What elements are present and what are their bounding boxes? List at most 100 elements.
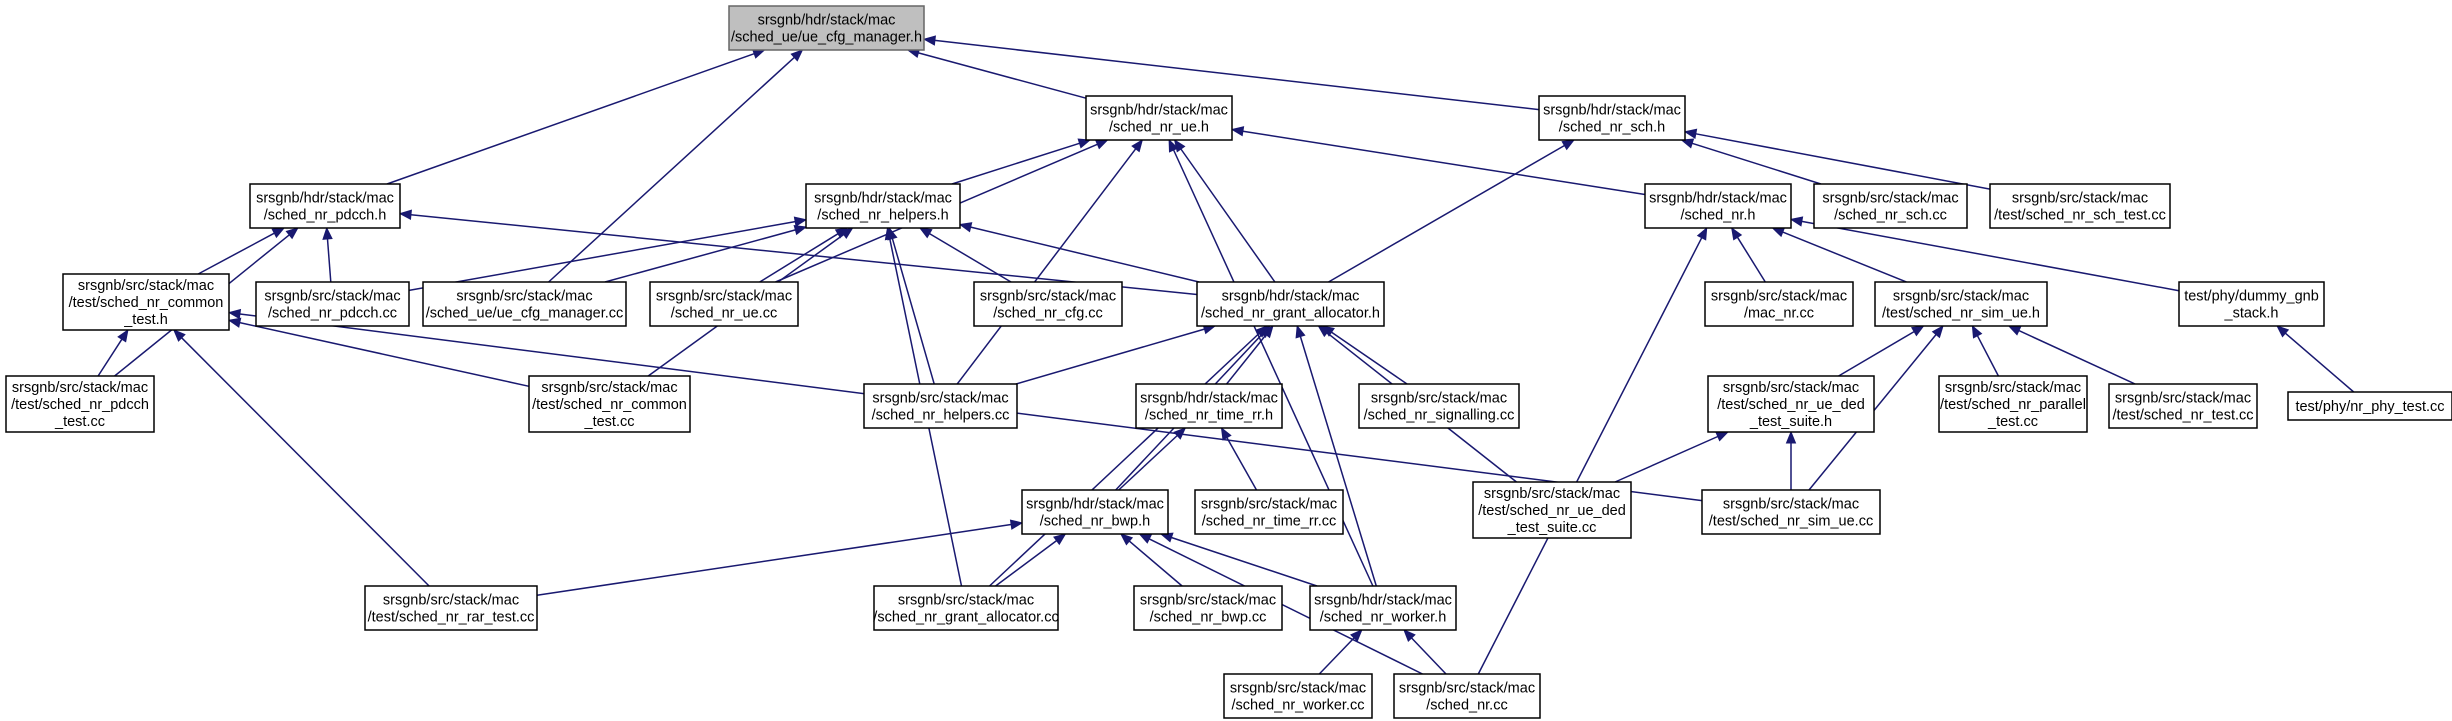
file-node[interactable]: srsgnb/src/stack/mac/sched_ue/ue_cfg_man… (422, 281, 627, 327)
node-box (1644, 183, 1792, 229)
file-node[interactable]: srsgnb/src/stack/mac/test/sched_nr_ue_de… (1707, 375, 1875, 433)
node-label-line: srsgnb/src/stack/mac (1711, 289, 1847, 305)
arrowhead-icon (958, 222, 973, 233)
file-node[interactable]: srsgnb/src/stack/mac/sched_nr_grant_allo… (873, 585, 1059, 631)
file-node[interactable]: srsgnb/src/stack/mac/sched_nr_signalling… (1358, 383, 1520, 429)
file-node[interactable]: srsgnb/src/stack/mac/mac_nr.cc (1704, 281, 1854, 327)
arrowhead-icon (1295, 324, 1306, 339)
node-box (1704, 281, 1854, 327)
node-box (1223, 673, 1373, 719)
arrowhead-icon (922, 35, 936, 46)
node-label-line: _stack.h (2224, 306, 2279, 322)
node-box (1194, 489, 1344, 535)
node-box (1707, 375, 1875, 433)
file-node[interactable]: srsgnb/hdr/stack/mac/sched_nr_sch.h (1538, 95, 1686, 141)
node-box (1133, 585, 1283, 631)
node-box (1813, 183, 1968, 229)
dependency-edge (1295, 324, 1378, 587)
arrowhead-icon (1131, 138, 1144, 153)
node-label-line: /sched_nr_signalling.cc (1364, 408, 1515, 424)
dependency-edge (1328, 139, 1576, 283)
file-node[interactable]: test/phy/nr_phy_test.cc (2287, 391, 2452, 421)
node-label-line: /mac_nr.cc (1744, 306, 1814, 322)
node-label-line: _test.cc (54, 414, 105, 430)
node-label-line: srsgnb/src/stack/mac (980, 289, 1116, 305)
arrowhead-icon (2007, 325, 2022, 336)
file-node[interactable]: srsgnb/src/stack/mac/test/sched_nr_paral… (1938, 375, 2088, 433)
dependency-edge (172, 329, 430, 587)
node-label-line: /test/sched_nr_common (69, 295, 224, 311)
node-label-line: srsgnb/src/stack/mac (1140, 593, 1276, 609)
dependency-edge (918, 227, 1012, 283)
node-label-line: srsgnb/src/stack/mac (1893, 289, 2029, 305)
dependency-edge (1220, 426, 1258, 491)
node-label-line: srsgnb/src/stack/mac (541, 380, 677, 396)
file-node[interactable]: srsgnb/src/stack/mac/test/sched_nr_sim_u… (1701, 489, 1881, 535)
dependency-edge (887, 226, 935, 385)
arrowhead-icon (285, 227, 299, 240)
file-node[interactable]: srsgnb/src/stack/mac/test/sched_nr_pdcch… (5, 375, 155, 433)
file-node[interactable]: srsgnb/src/stack/mac/sched_nr_bwp.cc (1133, 585, 1283, 631)
edge-line (1118, 434, 1178, 491)
node-label-line: /sched_nr_sch.h (1559, 120, 1665, 136)
file-node[interactable]: srsgnb/src/stack/mac/test/sched_nr_sim_u… (1874, 281, 2048, 327)
file-node[interactable]: srsgnb/src/stack/mac/sched_nr_helpers.cc (863, 383, 1018, 429)
node-box (1538, 95, 1686, 141)
file-node[interactable]: test/phy/dummy_gnb_stack.h (2178, 281, 2325, 327)
file-node[interactable]: srsgnb/src/stack/mac/sched_nr_ue.cc (649, 281, 799, 327)
node-label-line: /sched_nr_helpers.h (817, 208, 948, 224)
file-node[interactable]: srsgnb/src/stack/mac/sched_nr_sch.cc (1813, 183, 1968, 229)
file-node[interactable]: srsgnb/src/stack/mac/sched_nr_pdcch.cc (255, 281, 410, 327)
dependency-edge (906, 47, 1087, 99)
file-node[interactable]: srsgnb/src/stack/mac/sched_nr.cc (1393, 673, 1541, 719)
file-node[interactable]: srsgnb/src/stack/mac/sched_nr_time_rr.cc (1194, 489, 1344, 535)
file-node[interactable]: srsgnb/hdr/stack/mac/sched_nr_bwp.h (1021, 489, 1169, 535)
edge-line (1226, 437, 1258, 491)
file-node[interactable]: srsgnb/src/stack/mac/sched_nr_cfg.cc (973, 281, 1123, 327)
node-box (255, 281, 410, 327)
edge-line (604, 229, 796, 283)
node-box (422, 281, 627, 327)
arrowhead-icon (1910, 325, 1925, 337)
node-label-line: /test/sched_nr_common (532, 397, 687, 413)
file-node[interactable]: srsgnb/src/stack/mac/test/sched_nr_test.… (2108, 383, 2258, 429)
arrowhead-icon (840, 227, 854, 240)
node-label-line: srsgnb/hdr/stack/mac (1543, 103, 1681, 119)
node-box (873, 585, 1059, 631)
file-node[interactable]: srsgnb/hdr/stack/mac/sched_nr_helpers.h (805, 183, 961, 229)
dependency-edge (1403, 629, 1447, 675)
file-node[interactable]: srsgnb/hdr/stack/mac/sched_nr_pdcch.h (249, 183, 401, 229)
arrowhead-icon (1255, 325, 1268, 338)
node-label-line: srsgnb/src/stack/mac (1723, 497, 1859, 513)
node-box (649, 281, 799, 327)
node-box (1701, 489, 1881, 535)
file-node[interactable]: srsgnb/src/stack/mac/test/sched_nr_commo… (62, 273, 230, 331)
arrowhead-icon (1138, 533, 1153, 544)
file-node[interactable]: srsgnb/src/stack/mac/test/sched_nr_sch_t… (1989, 183, 2171, 229)
file-node[interactable]: srsgnb/hdr/stack/mac/sched_nr.h (1644, 183, 1792, 229)
file-node[interactable]: srsgnb/src/stack/mac/test/sched_nr_commo… (528, 375, 691, 433)
file-node[interactable]: srsgnb/src/stack/mac/test/sched_nr_rar_t… (364, 585, 538, 631)
file-node[interactable]: srsgnb/hdr/stack/mac/sched_nr_ue.h (1085, 95, 1233, 141)
edge-line (181, 337, 430, 587)
node-label-line: srsgnb/src/stack/mac (2115, 391, 2251, 407)
current-file-node: srsgnb/hdr/stack/mac/sched_ue/ue_cfg_man… (728, 5, 925, 51)
edge-layer (97, 35, 2355, 675)
edge-line (929, 232, 1012, 283)
node-label-line: /test/sched_nr_rar_test.cc (368, 610, 535, 626)
file-node[interactable]: srsgnb/hdr/stack/mac/sched_nr_worker.h (1309, 585, 1457, 631)
edge-line (934, 39, 1540, 111)
file-node[interactable]: srsgnb/hdr/stack/mac/sched_nr_grant_allo… (1196, 281, 1385, 327)
file-node[interactable]: srsgnb/src/stack/mac/test/sched_nr_ue_de… (1472, 481, 1632, 539)
file-node[interactable]: srsgnb/hdr/stack/mac/sched_nr_time_rr.h (1135, 383, 1283, 429)
edge-line (1299, 336, 1378, 587)
file-node[interactable]: srsgnb/src/stack/mac/sched_nr_worker.cc (1223, 673, 1373, 719)
node-label-line: srsgnb/src/stack/mac (383, 593, 519, 609)
node-label-line: /sched_nr_ue.cc (671, 306, 777, 322)
node-label-line: srsgnb/src/stack/mac (1201, 497, 1337, 513)
node-box (728, 5, 925, 51)
node-label-line: /sched_nr_pdcch.h (264, 208, 387, 224)
dependency-edge (1321, 325, 1408, 385)
arrowhead-icon (1077, 138, 1092, 149)
edge-line (548, 56, 795, 283)
